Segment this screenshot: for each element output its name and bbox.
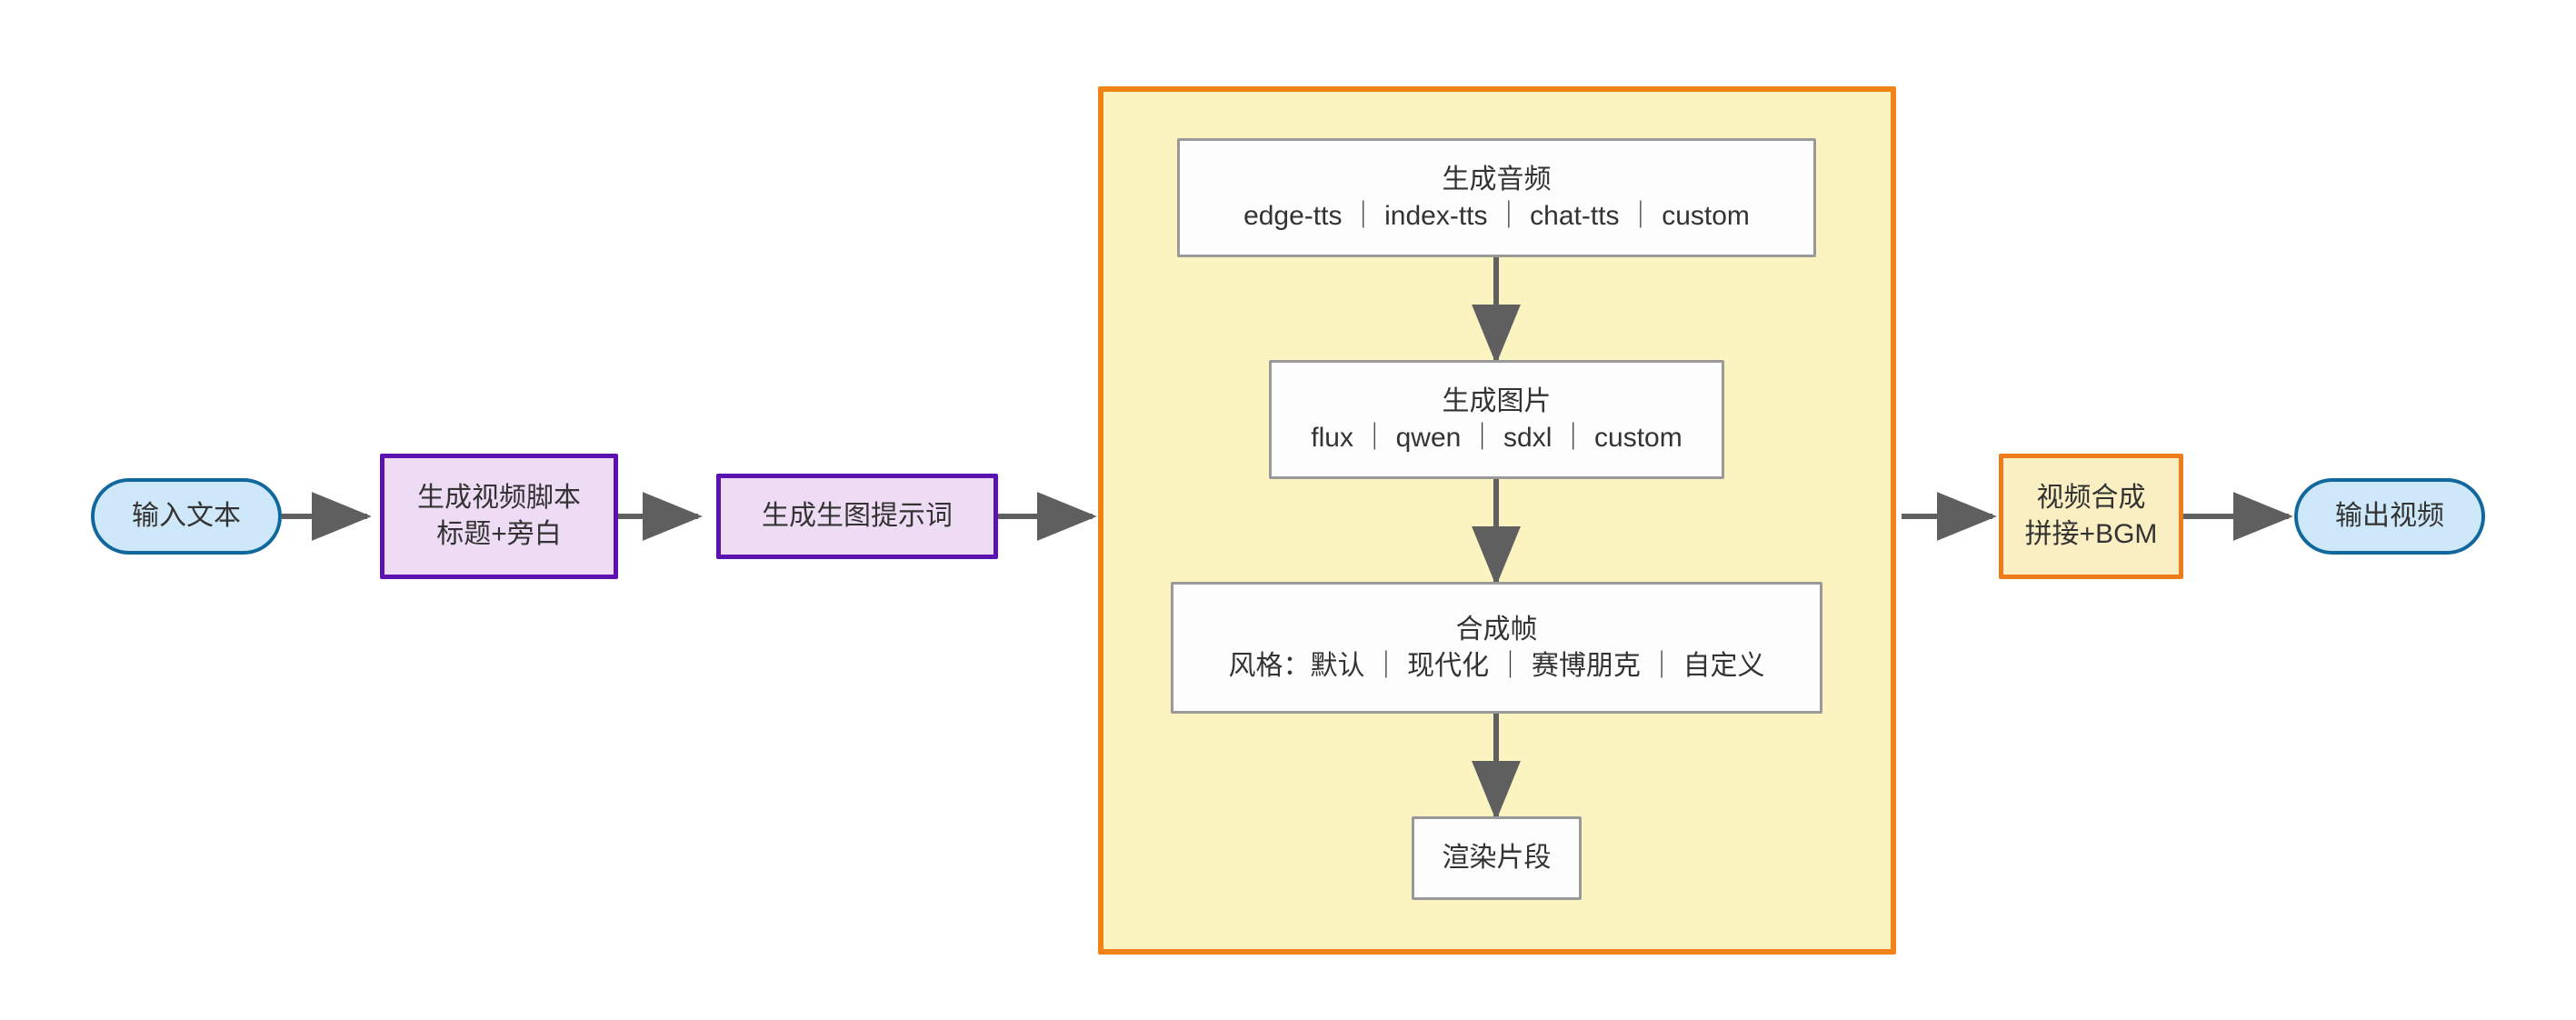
node-compose-frame-line2: 风格：默认 ｜ 现代化 ｜ 赛博朋克 ｜ 自定义 — [1228, 650, 1765, 681]
node-gen-audio-line2: edge-tts ｜ index-tts ｜ chat-tts ｜ custom — [1243, 200, 1750, 231]
node-video-merge-line1: 视频合成 — [2036, 483, 2146, 514]
node-video-merge[interactable]: 视频合成 拼接+BGM — [1999, 454, 2183, 579]
node-gen-audio[interactable]: 生成音频 edge-tts ｜ index-tts ｜ chat-tts ｜ c… — [1177, 138, 1816, 257]
node-gen-prompt-label: 生成生图提示词 — [762, 501, 953, 532]
node-input-text-label: 输入文本 — [132, 501, 241, 532]
node-gen-script-line2: 标题+旁白 — [436, 519, 562, 549]
node-compose-frame-line1: 合成帧 — [1455, 614, 1538, 645]
node-input-text[interactable]: 输入文本 — [91, 478, 282, 555]
node-gen-script-line1: 生成视频脚本 — [417, 483, 581, 514]
node-render-clip-label: 渲染片段 — [1442, 843, 1552, 874]
node-gen-script[interactable]: 生成视频脚本 标题+旁白 — [380, 454, 618, 579]
node-render-clip[interactable]: 渲染片段 — [1412, 816, 1582, 900]
node-gen-image-line1: 生成图片 — [1442, 385, 1552, 416]
node-output-video[interactable]: 输出视频 — [2294, 478, 2485, 555]
node-output-video-label: 输出视频 — [2335, 501, 2444, 532]
node-gen-image-line2: flux ｜ qwen ｜ sdxl ｜ custom — [1311, 422, 1682, 453]
node-gen-audio-line1: 生成音频 — [1442, 164, 1552, 195]
node-video-merge-line2: 拼接+BGM — [2024, 519, 2158, 549]
node-compose-frame[interactable]: 合成帧 风格：默认 ｜ 现代化 ｜ 赛博朋克 ｜ 自定义 — [1171, 582, 1822, 714]
node-gen-image[interactable]: 生成图片 flux ｜ qwen ｜ sdxl ｜ custom — [1269, 360, 1724, 479]
node-gen-prompt[interactable]: 生成生图提示词 — [716, 474, 998, 559]
